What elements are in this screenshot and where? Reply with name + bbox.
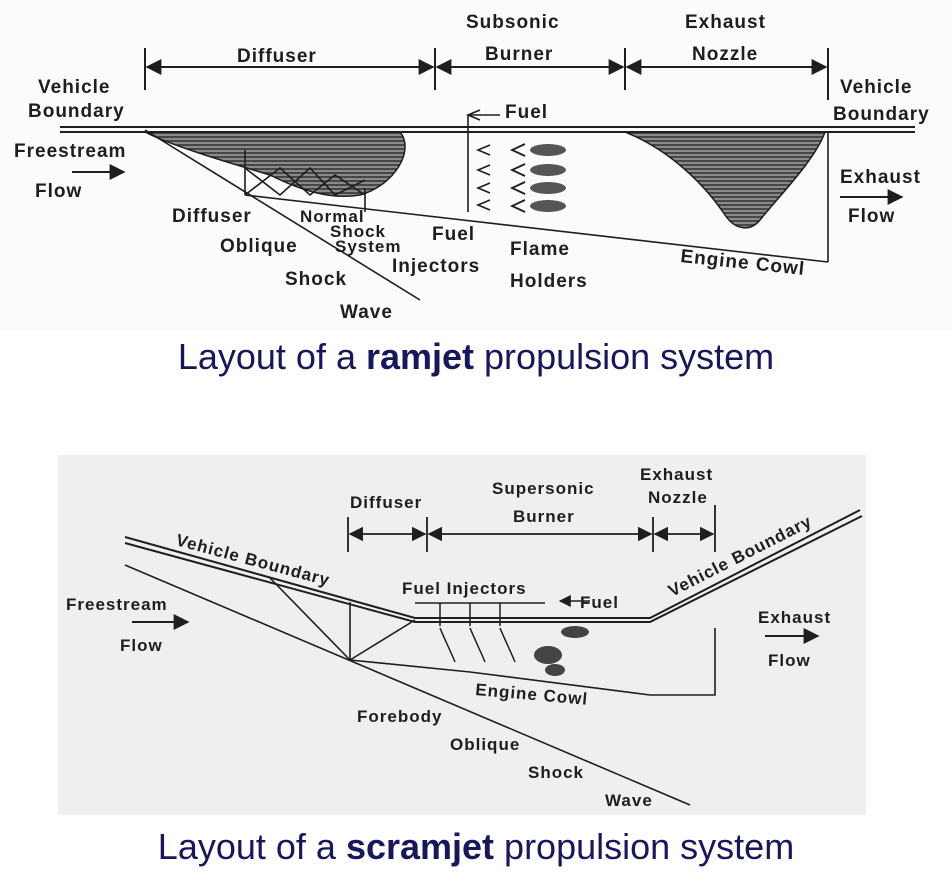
ramjet-nozzle-wall — [624, 131, 827, 229]
scramjet-label-diffuser: Diffuser — [350, 493, 422, 512]
scramjet-background — [58, 455, 866, 815]
ramjet-diagram: Diffuser Subsonic Burner Exhaust Nozzle … — [0, 0, 952, 330]
ramjet-label-vehicle-left: Vehicle — [38, 77, 111, 98]
ramjet-label-burner: Burner — [485, 44, 553, 65]
ramjet-label-system: System — [335, 237, 401, 256]
ramjet-label-normal: Normal — [300, 207, 365, 226]
scramjet-label-flow-left: Flow — [120, 636, 163, 655]
scramjet-caption-pre: Layout of a — [157, 826, 346, 867]
ramjet-flame-holders — [509, 143, 526, 213]
scramjet-label-fuel-injectors: Fuel Injectors — [402, 579, 527, 598]
ramjet-label-normal-shock: Shock — [330, 222, 386, 241]
ramjet-label-boundary-right: Boundary — [833, 104, 930, 125]
ramjet-label-fuel-injectors-2: Injectors — [392, 256, 480, 277]
ramjet-label-wave: Wave — [340, 302, 393, 323]
ramjet-caption-pre: Layout of a — [177, 336, 366, 377]
scramjet-label-freestream: Freestream — [66, 595, 168, 614]
ramjet-caption-bold: ramjet — [365, 336, 475, 377]
ramjet-flames — [530, 144, 566, 212]
ramjet-fuel-injectors — [465, 109, 500, 212]
ramjet-caption-post: propulsion system — [474, 336, 775, 377]
ramjet-label-nozzle: Nozzle — [692, 44, 758, 65]
scramjet-label-exhaust: Exhaust — [640, 465, 713, 484]
ramjet-background — [0, 0, 952, 330]
ramjet-label-oblique: Oblique — [220, 236, 298, 257]
scramjet-caption-bold: scramjet — [345, 826, 495, 867]
ramjet-label-subsonic: Subsonic — [466, 12, 560, 33]
ramjet-label-exhaust-flow-2: Flow — [848, 206, 895, 227]
scramjet-caption-post: propulsion system — [494, 826, 795, 867]
scramjet-shock-lines — [124, 564, 716, 806]
ramjet-label-exhaust-flow-1: Exhaust — [840, 167, 921, 188]
ramjet-label-fuel-injectors-1: Fuel — [432, 224, 475, 245]
ramjet-label-holders: Holders — [510, 271, 588, 292]
scramjet-flames — [534, 626, 589, 676]
ramjet-label-vehicle-right: Vehicle — [840, 77, 913, 98]
ramjet-label-diffuser-low: Diffuser — [172, 206, 252, 227]
ramjet-label-flame: Flame — [510, 239, 570, 260]
scramjet-label-oblique: Oblique — [450, 735, 520, 754]
ramjet-label-shock: Shock — [285, 269, 347, 290]
ramjet-label-flow-left: Flow — [35, 181, 82, 202]
ramjet-dimension-lines — [144, 48, 829, 100]
scramjet-label-forebody: Forebody — [357, 707, 442, 726]
scramjet-label-burner: Burner — [513, 507, 575, 526]
scramjet-label-fuel: Fuel — [580, 593, 619, 612]
ramjet-label-diffuser: Diffuser — [237, 46, 317, 67]
scramjet-fuel-injectors — [415, 595, 590, 663]
scramjet-label-exhaust-flow-1: Exhaust — [758, 608, 831, 627]
ramjet-label-exhaust: Exhaust — [685, 12, 766, 33]
scramjet-diagram: Diffuser Supersonic Burner Exhaust Nozzl… — [58, 455, 866, 815]
ramjet-label-freestream: Freestream — [14, 141, 126, 162]
scramjet-dimension-lines — [347, 505, 716, 552]
ramjet-label-fuel: Fuel — [505, 102, 548, 123]
ramjet-caption: Layout of a ramjet propulsion system — [0, 336, 952, 378]
ramjet-diffuser-wall — [144, 131, 406, 198]
scramjet-label-shock: Shock — [528, 763, 584, 782]
ramjet-shock-lines — [144, 129, 829, 301]
scramjet-label-wave: Wave — [605, 791, 653, 810]
ramjet-label-boundary-left: Boundary — [28, 101, 125, 122]
scramjet-label-nozzle: Nozzle — [648, 488, 708, 507]
scramjet-vehicle-boundary — [124, 509, 863, 623]
scramjet-label-supersonic: Supersonic — [492, 479, 595, 498]
scramjet-caption: Layout of a scramjet propulsion system — [0, 826, 952, 868]
scramjet-label-exhaust-flow-2: Flow — [768, 651, 811, 670]
